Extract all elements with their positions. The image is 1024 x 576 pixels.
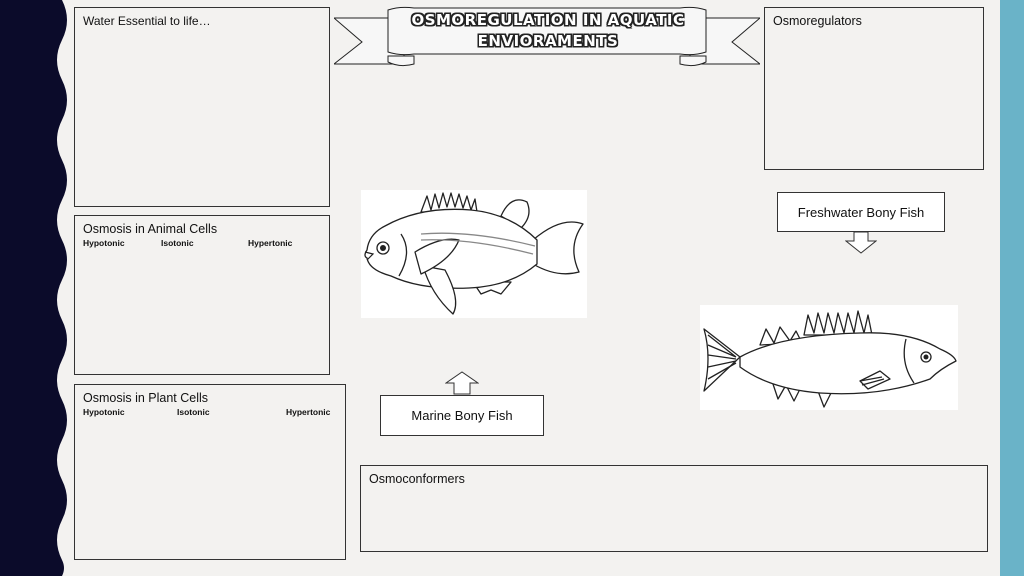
animal-hypertonic-label: Hypertonic bbox=[248, 238, 293, 248]
animal-hypotonic-label: Hypotonic bbox=[83, 238, 125, 248]
up-arrow-icon bbox=[445, 371, 479, 395]
water-essential-box: Water Essential to life… bbox=[74, 7, 330, 207]
marine-bony-fish-label: Marine Bony Fish bbox=[380, 395, 544, 436]
right-accent-stripe bbox=[1000, 0, 1024, 576]
plant-cells-title: Osmosis in Plant Cells bbox=[83, 391, 209, 405]
left-wavy-band bbox=[0, 0, 67, 576]
animal-isotonic-label: Isotonic bbox=[161, 238, 194, 248]
osmoregulators-title: Osmoregulators bbox=[773, 14, 862, 28]
animal-cells-box: Osmosis in Animal Cells Hypotonic Isoton… bbox=[74, 215, 330, 375]
banner-title: OSMOREGULATION IN AQUATIC ENVIORAMENTS bbox=[411, 11, 685, 50]
plant-hypertonic-label: Hypertonic bbox=[286, 407, 331, 417]
animal-cells-title: Osmosis in Animal Cells bbox=[83, 222, 218, 236]
down-arrow-icon bbox=[845, 232, 877, 254]
osmoregulators-box: Osmoregulators bbox=[764, 7, 984, 170]
osmoconformers-box: Osmoconformers bbox=[360, 465, 988, 552]
perch-illustration bbox=[700, 305, 958, 410]
plant-isotonic-label: Isotonic bbox=[177, 407, 210, 417]
freshwater-bony-fish-label: Freshwater Bony Fish bbox=[777, 192, 945, 232]
plant-cells-box: Osmosis in Plant Cells Hypotonic Isotoni… bbox=[74, 384, 346, 560]
osmoconformers-title: Osmoconformers bbox=[369, 472, 465, 486]
banner-ribbon bbox=[334, 6, 760, 67]
water-essential-title: Water Essential to life… bbox=[83, 14, 211, 28]
plant-hypotonic-label: Hypotonic bbox=[83, 407, 125, 417]
sunfish-illustration bbox=[361, 190, 587, 318]
